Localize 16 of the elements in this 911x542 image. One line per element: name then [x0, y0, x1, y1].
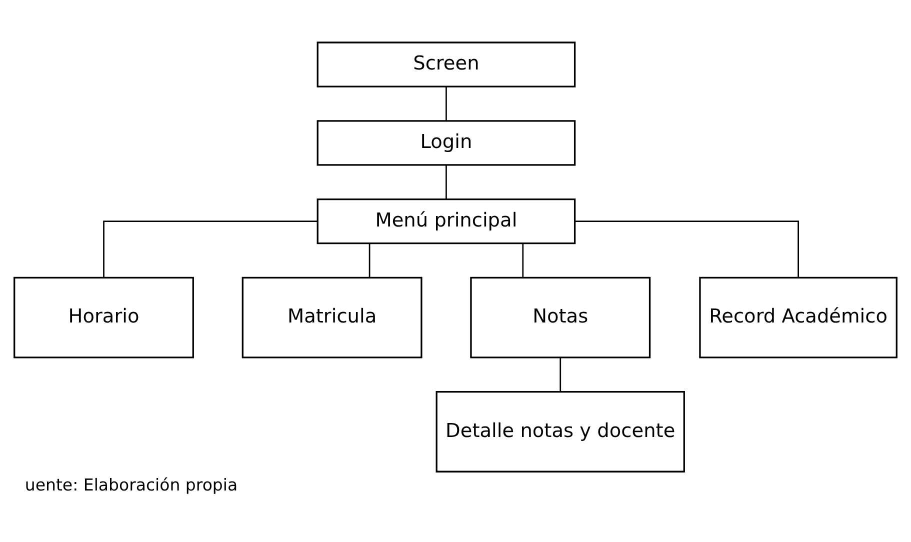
caption: uente: Elaboración propia — [24, 474, 238, 494]
node-box: Notas — [470, 276, 651, 358]
node-box: Login — [316, 120, 576, 166]
connector — [368, 243, 370, 278]
node-box: Screen — [316, 41, 576, 87]
node-box: Matricula — [242, 276, 422, 358]
connector — [522, 243, 524, 278]
node-box: Record Académico — [699, 276, 898, 358]
connector — [446, 164, 447, 199]
node-box: Horario — [14, 276, 194, 358]
node-box: Menú principal — [316, 198, 576, 244]
connector — [103, 220, 318, 277]
connector — [446, 86, 447, 120]
node-box: Detalle notas y docente — [436, 390, 685, 472]
connector — [574, 220, 799, 277]
connector — [560, 357, 562, 392]
